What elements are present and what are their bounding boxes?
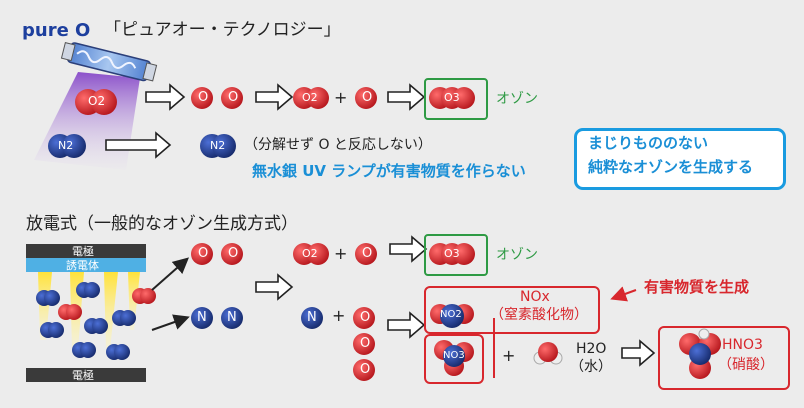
page-title: 「ピュアオー・テクノロジー」	[104, 20, 341, 40]
n2-label-lamp: N2	[58, 139, 74, 152]
nox-line1: NOx	[520, 289, 550, 305]
arrow-to-n-atoms	[151, 314, 190, 331]
n2-label-unchanged: N2	[210, 139, 226, 152]
o2-label-uv: O2	[302, 91, 318, 104]
ozone-box-uv	[424, 78, 488, 120]
hno3-box	[658, 326, 790, 390]
n-label-d1: N	[197, 310, 207, 325]
o3-molecule-discharge	[429, 243, 475, 265]
harmful-note: 有害物質を生成	[644, 278, 750, 296]
n-label-d3: N	[307, 310, 317, 325]
dielectric-label: 誘電体	[66, 259, 99, 272]
o-label-d5: O	[360, 336, 371, 351]
pure-box-line2: 純粋なオゾンを生成する	[588, 158, 754, 176]
o-label-d3: O	[362, 246, 373, 261]
no3-label: NO3	[443, 350, 465, 361]
o3-molecule-uv	[429, 87, 475, 109]
electrode-top-label: 電極	[72, 245, 94, 258]
n-atoms-discharge	[191, 307, 243, 329]
o-label-3: O	[362, 90, 373, 105]
o3-label-uv: O3	[444, 91, 460, 104]
n-plus-o-atoms	[301, 307, 375, 381]
uv-lamp-icon	[60, 42, 158, 82]
nox-box	[424, 286, 600, 334]
ozone-label-discharge: オゾン	[496, 247, 538, 263]
o2-plus-o-discharge	[293, 243, 377, 265]
o-label-1: O	[198, 90, 209, 105]
no-reaction-note: （分解せず O と反応しない）	[244, 137, 432, 153]
plus-sign-uv: +	[334, 88, 348, 107]
h2o-line1: H2O	[576, 341, 607, 357]
hno3-line2: （硝酸）	[718, 357, 774, 373]
ozone-label-uv: オゾン	[496, 91, 538, 107]
no3-molecule	[434, 340, 474, 376]
o-label-d6: O	[360, 362, 371, 377]
no3-box	[424, 334, 484, 384]
plus-sign-n-o: +	[332, 306, 346, 325]
o-label-d1: O	[198, 246, 209, 261]
harmful-arrow	[610, 286, 637, 302]
o-label-2: O	[228, 90, 239, 105]
pureo-logo: pure O	[22, 20, 91, 41]
electrode-bottom-label: 電極	[72, 369, 94, 382]
h2o-line2: （水）	[570, 359, 612, 375]
o-atoms-uv	[191, 87, 243, 109]
hno3-molecule	[679, 328, 721, 379]
o3-label-discharge: O3	[444, 247, 460, 260]
no-harmful-note: 無水銀 UV ランプが有害物質を作らない	[252, 162, 526, 180]
o-label-d4: O	[360, 310, 371, 325]
discharge-heading: 放電式（一般的なオゾン生成方式）	[26, 214, 298, 234]
plus-sign-h2o: +	[502, 346, 516, 365]
o-atoms-discharge	[191, 243, 243, 265]
nox-line2: （窒素酸化物）	[490, 307, 588, 323]
arrow-shapes	[105, 83, 656, 367]
ozone-box-discharge	[424, 234, 488, 276]
n2-molecule-lamp	[48, 134, 86, 158]
discharge-device	[26, 244, 156, 382]
o2-label-discharge: O2	[302, 247, 318, 260]
pure-box-line1: まじりもののない	[588, 134, 709, 152]
no2-molecule	[430, 304, 474, 328]
plus-sign-discharge: +	[334, 244, 348, 263]
pure-ozone-box	[574, 128, 786, 190]
no2-label: NO2	[440, 309, 462, 320]
n-label-d2: N	[227, 310, 237, 325]
arrow-to-o-atoms	[151, 257, 189, 291]
o-label-d2: O	[228, 246, 239, 261]
hno3-line1: HNO3	[722, 337, 763, 353]
o2-plus-o-uv	[293, 87, 377, 109]
n2-molecule-unchanged	[200, 134, 236, 158]
o2-molecule-lamp	[75, 89, 117, 115]
uv-beam	[34, 72, 140, 170]
o2-label-lamp: O2	[88, 94, 106, 108]
h2o-molecule	[533, 342, 563, 365]
